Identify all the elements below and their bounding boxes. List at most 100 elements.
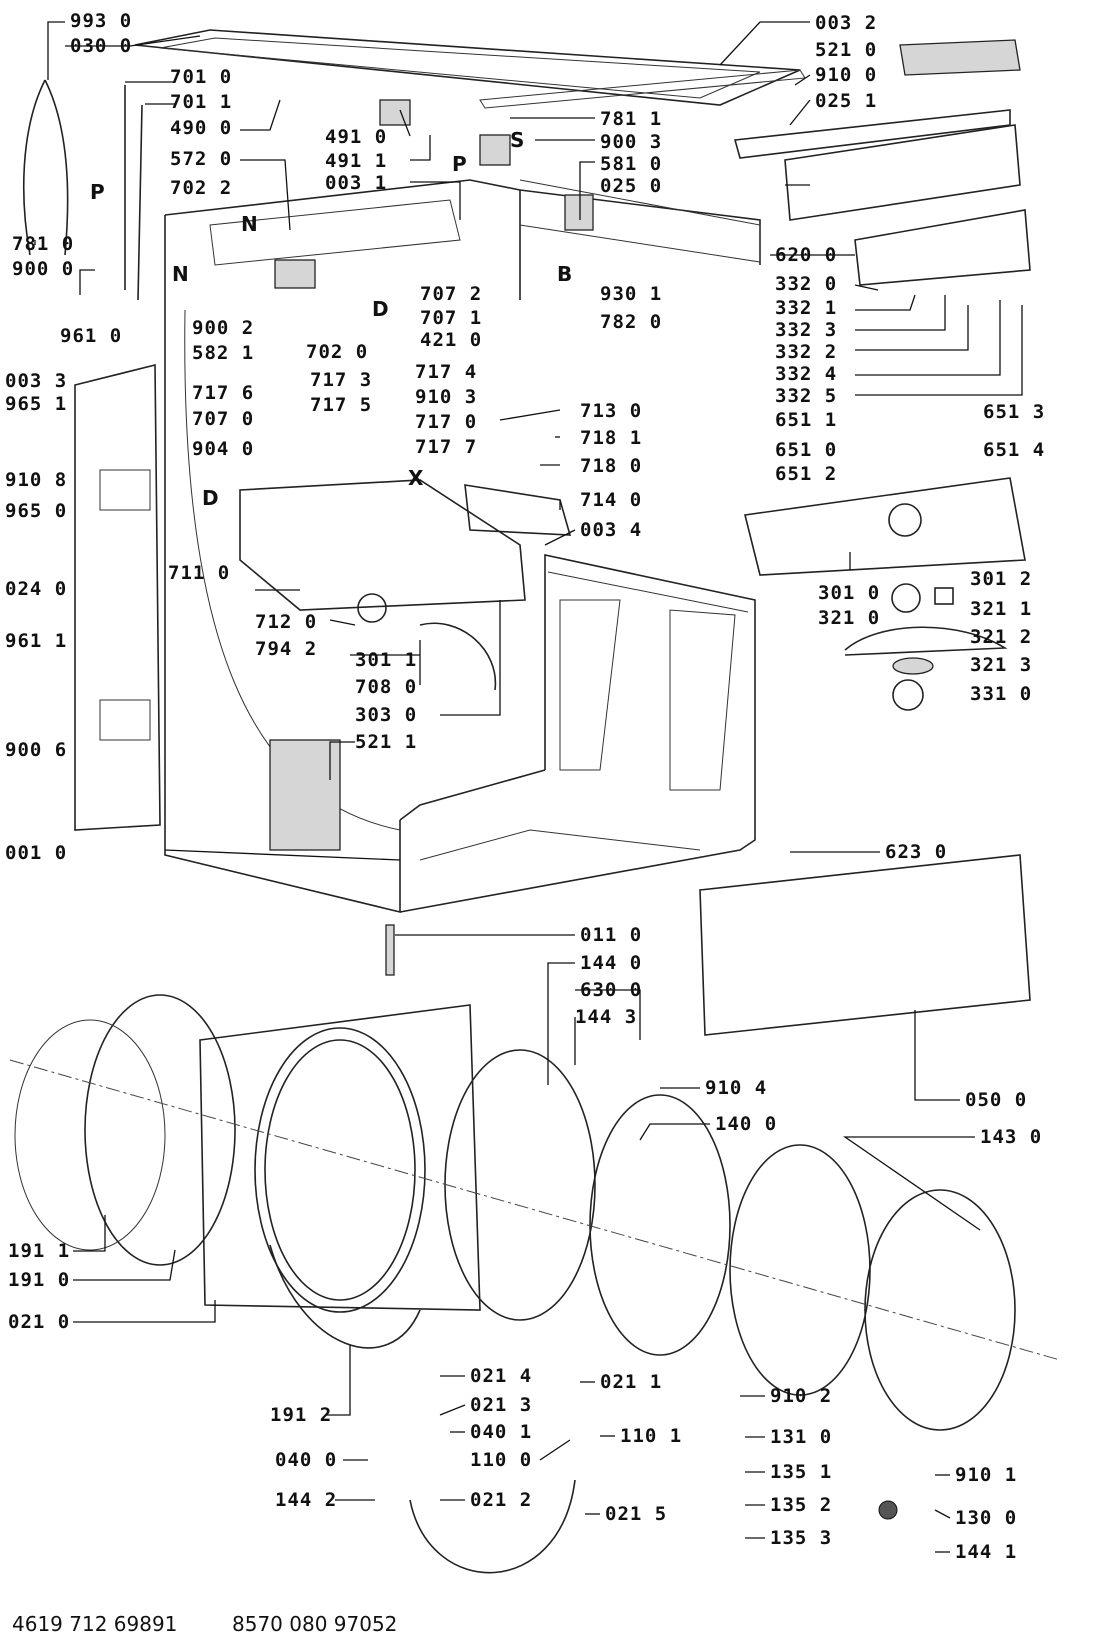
label-303-0: 303 0 [355,704,418,726]
marker-p-left: P [90,180,105,204]
label-332-0: 332 0 [775,273,838,295]
dispenser [239,479,572,691]
label-620-0: 620 0 [775,244,838,266]
door-assembly [9,854,1061,1574]
label-521-0: 521 0 [815,39,878,61]
label-623-0: 623 0 [885,841,948,863]
label-011-0: 011 0 [580,924,643,946]
label-191-1: 191 1 [8,1240,71,1262]
marker-n-lower: N [172,262,189,286]
label-332-2: 332 2 [775,341,838,363]
catalog-code-right: 8570 080 97052 [232,1612,398,1636]
label-702-0: 702 0 [306,341,369,363]
label-781-0: 781 0 [12,233,75,255]
label-630-0: 630 0 [580,979,643,1001]
label-301-2: 301 2 [970,568,1033,590]
label-701-0: 701 0 [170,66,233,88]
label-003-4: 003 4 [580,519,643,541]
label-713-0: 713 0 [580,400,643,422]
label-711-0: 711 0 [168,562,231,584]
label-712-0: 712 0 [255,611,318,633]
label-003-3: 003 3 [5,370,68,392]
label-130-0: 130 0 [955,1507,1018,1529]
label-021-0: 021 0 [8,1311,71,1333]
label-191-0: 191 0 [8,1269,71,1291]
label-025-1: 025 1 [815,90,878,112]
label-144-1: 144 1 [955,1541,1018,1563]
marker-d-upper: D [372,297,389,321]
label-131-0: 131 0 [770,1426,833,1448]
label-900-0: 900 0 [12,258,75,280]
label-021-4: 021 4 [470,1365,533,1387]
label-135-3: 135 3 [770,1527,833,1549]
label-900-2: 900 2 [192,317,255,339]
label-040-1: 040 1 [470,1421,533,1443]
label-930-1: 930 1 [600,283,663,305]
marker-n-upper: N [241,212,258,236]
label-332-3: 332 3 [775,319,838,341]
label-332-5: 332 5 [775,385,838,407]
label-301-0: 301 0 [818,582,881,604]
label-651-4: 651 4 [983,439,1046,461]
label-110-1: 110 1 [620,1425,683,1447]
label-717-4: 717 4 [415,361,478,383]
label-910-4: 910 4 [705,1077,768,1099]
marker-d-lower: D [202,486,219,510]
label-491-0: 491 0 [325,126,388,148]
label-144-2: 144 2 [275,1489,338,1511]
label-110-0: 110 0 [470,1449,533,1471]
label-050-0: 050 0 [965,1089,1028,1111]
label-301-1: 301 1 [355,649,418,671]
label-904-0: 904 0 [192,438,255,460]
label-714-0: 714 0 [580,489,643,511]
label-651-3: 651 3 [983,401,1046,423]
label-900-6: 900 6 [5,739,68,761]
label-143-0: 143 0 [980,1126,1043,1148]
label-040-0: 040 0 [275,1449,338,1471]
label-900-3: 900 3 [600,131,663,153]
cabinet-body [164,179,761,914]
label-490-0: 490 0 [170,117,233,139]
label-140-0: 140 0 [715,1113,778,1135]
label-707-2: 707 2 [420,283,483,305]
label-910-0: 910 0 [815,64,878,86]
label-030-0: 030 0 [70,35,133,57]
label-910-3: 910 3 [415,386,478,408]
label-581-0: 581 0 [600,153,663,175]
label-021-2: 021 2 [470,1489,533,1511]
label-521-1: 521 1 [355,731,418,753]
label-321-1: 321 1 [970,598,1033,620]
label-582-1: 582 1 [192,342,255,364]
top-cover [134,29,806,109]
label-717-7: 717 7 [415,436,478,458]
leader-lines [34,21,1023,1553]
label-331-0: 331 0 [970,683,1033,705]
label-144-3: 144 3 [575,1006,638,1028]
label-782-0: 782 0 [600,311,663,333]
label-707-1: 707 1 [420,307,483,329]
label-910-8: 910 8 [5,469,68,491]
label-024-0: 024 0 [5,578,68,600]
label-718-0: 718 0 [580,455,643,477]
label-993-0: 993 0 [70,10,133,32]
small-components [22,79,898,1520]
label-021-1: 021 1 [600,1371,663,1393]
label-717-5: 717 5 [310,394,373,416]
label-965-1: 965 1 [5,393,68,415]
label-701-1: 701 1 [170,91,233,113]
marker-x: X [408,466,424,490]
label-332-1: 332 1 [775,297,838,319]
label-961-1: 961 1 [5,630,68,652]
marker-b: B [557,262,573,286]
label-332-4: 332 4 [775,363,838,385]
label-003-1: 003 1 [325,172,388,194]
label-707-0: 707 0 [192,408,255,430]
label-781-1-top: 781 1 [600,108,663,130]
label-717-0: 717 0 [415,411,478,433]
label-421-0: 421 0 [420,329,483,351]
label-910-2: 910 2 [770,1385,833,1407]
label-321-2: 321 2 [970,626,1033,648]
label-961-0: 961 0 [60,325,123,347]
